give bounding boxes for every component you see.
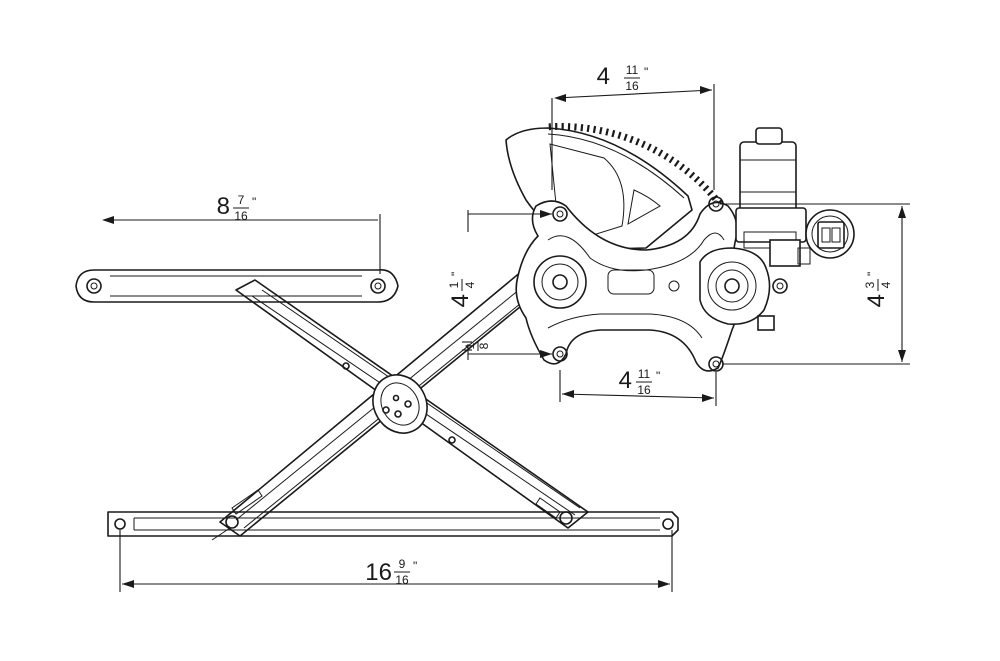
offset-denominator: 8 [477,342,491,349]
pivot-hub [372,374,428,434]
motor-height-denominator: 4 [879,281,893,288]
top-arm [75,269,399,303]
gear-width-whole: 4 [597,63,610,90]
plate-height-label: 4 1 4 " [447,272,477,308]
mount-span-mark: " [656,369,660,383]
motor-height-mark: " [865,272,879,276]
dimension-rail-length [119,530,673,592]
rail-length-whole: 16 [365,559,392,586]
offset-label: 1 8 [463,341,491,351]
mount-span-whole: 4 [619,367,632,394]
plate-height-mark: " [449,272,463,276]
offset-numerator: 1 [463,342,477,349]
arm-length-mark: " [252,195,256,209]
dimension-arm-length [102,214,381,274]
plate-height-denominator: 4 [463,281,477,288]
motor-height-label: 4 3 4 " [863,272,893,308]
bottom-rail [107,511,679,537]
gear-width-denominator: 16 [625,79,639,93]
motor-height-whole: 4 [863,294,890,307]
dimension-mount-span [559,370,717,406]
motor-assembly [699,127,855,331]
plate-height-whole: 4 [447,294,474,307]
mount-span-numerator: 11 [638,367,651,381]
plate-height-numerator: 1 [447,281,461,288]
mount-span-denominator: 16 [637,383,651,397]
gear-width-numerator: 11 [626,63,639,77]
dimension-offset [462,341,472,351]
motor-height-numerator: 3 [863,281,877,288]
gear-sector [505,122,738,251]
dimension-motor-height [720,203,910,365]
gear-width-mark: " [644,65,648,79]
rail-length-numerator: 9 [399,557,406,571]
mounting-plate [515,196,746,372]
arm-length-denominator: 16 [234,209,248,223]
rail-length-denominator: 16 [395,573,409,587]
arm-length-numerator: 7 [238,193,245,207]
arm-length-whole: 8 [217,193,230,220]
dimension-plate-height [467,210,552,360]
rail-length-mark: " [413,559,417,573]
dimension-gear-width [551,84,715,190]
